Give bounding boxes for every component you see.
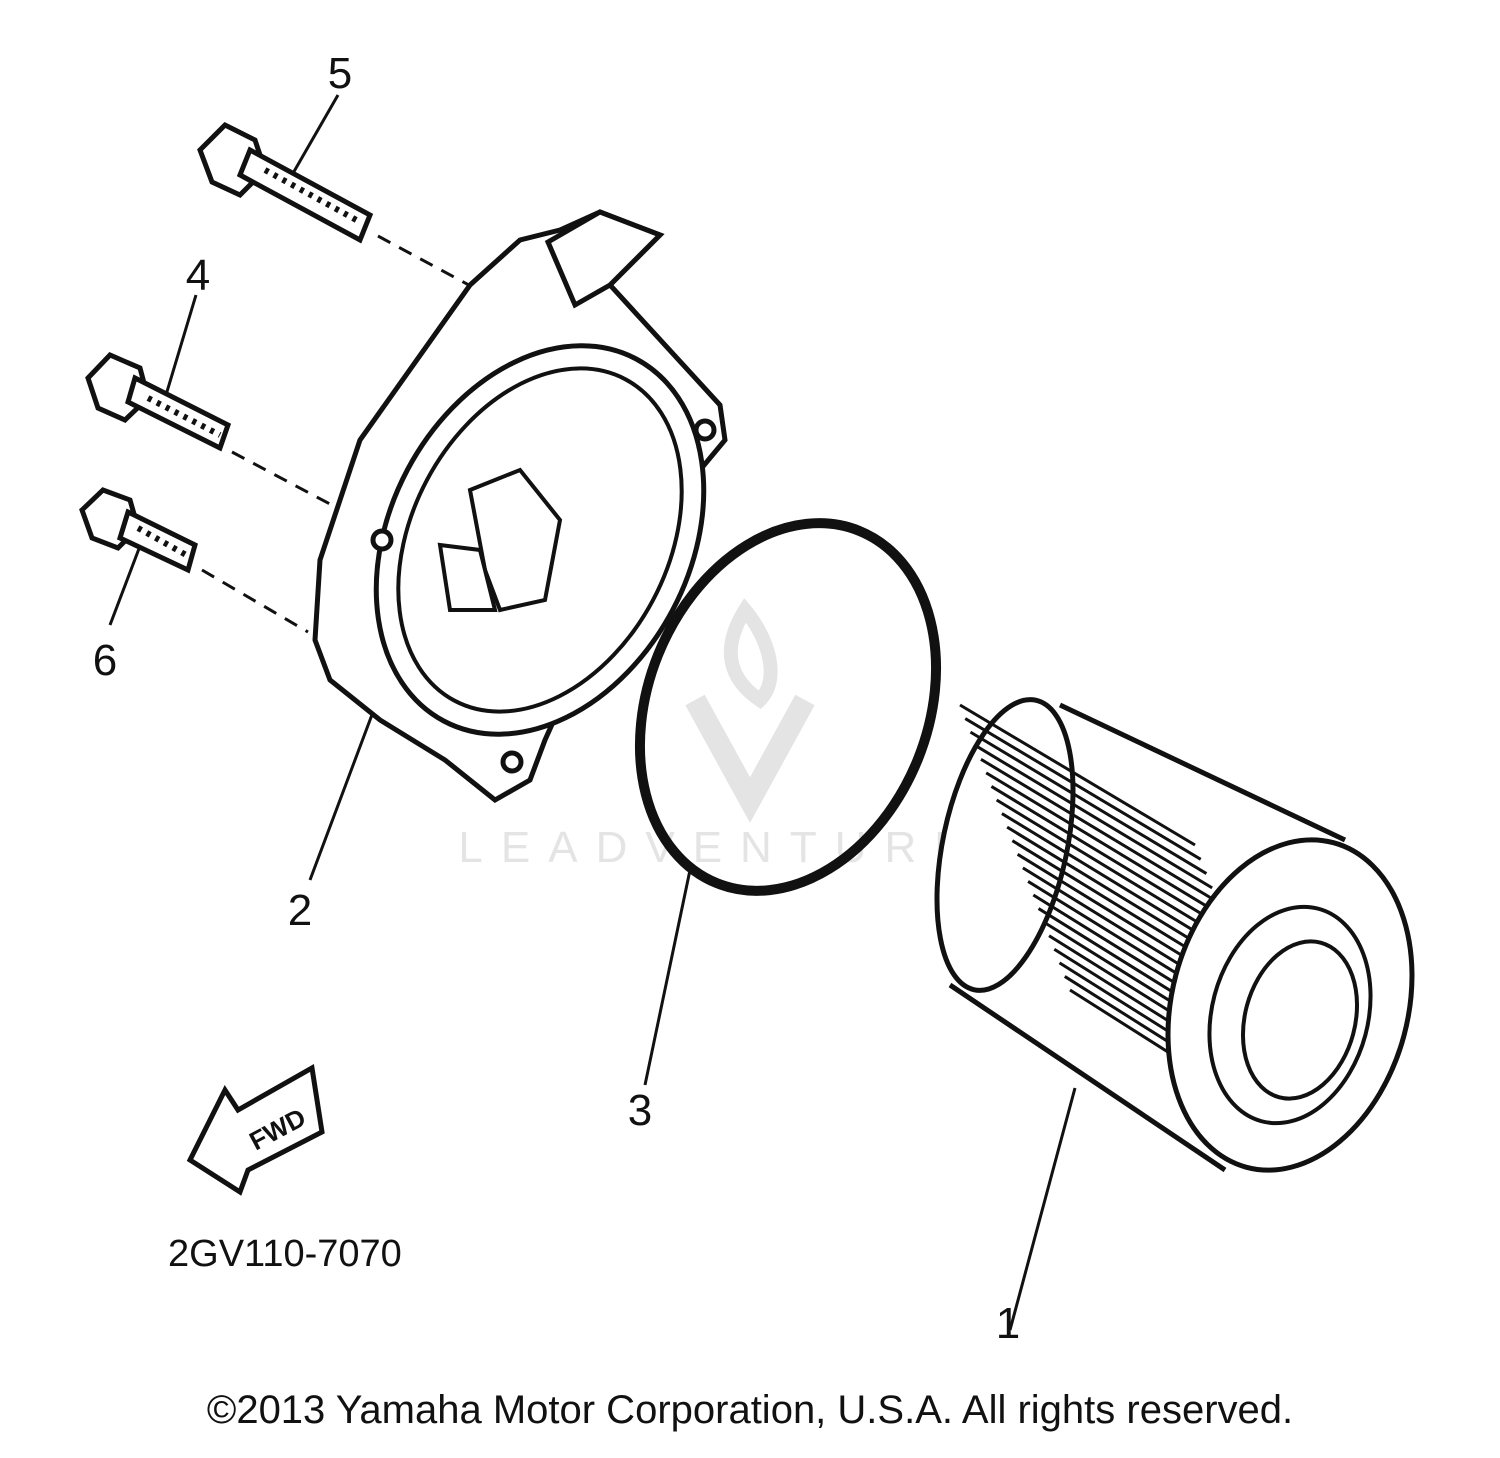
- callout-4: 4: [186, 251, 210, 300]
- filter-pleat: [974, 744, 1213, 890]
- callout-2: 2: [288, 886, 312, 935]
- leader-5: [290, 94, 340, 176]
- fwd-arrow-icon: FWD: [186, 1064, 325, 1196]
- leader-1: [1008, 1087, 1077, 1331]
- leader-6: [108, 545, 142, 626]
- callout-3: 3: [628, 1086, 652, 1135]
- callout-1: 1: [996, 1299, 1020, 1348]
- copyright-notice: ©2013 Yamaha Motor Corporation, U.S.A. A…: [206, 1388, 1294, 1432]
- bolt-5[interactable]: [197, 121, 374, 244]
- callout-5: 5: [328, 49, 352, 98]
- oil-filter-element[interactable]: [914, 687, 1448, 1197]
- leader-2: [308, 711, 375, 881]
- filter-pleat: [985, 771, 1225, 918]
- watermark-v-icon: [685, 694, 815, 823]
- callout-leaders: [108, 94, 1077, 1331]
- filter-pleat: [990, 785, 1231, 932]
- watermark-text: LEADVENTURE: [458, 823, 981, 872]
- diagram-code: 2GV110-7070: [168, 1233, 402, 1275]
- watermark-flame-icon: [723, 598, 778, 710]
- filter-pleat: [980, 758, 1219, 904]
- callout-labels: 5 4 6 2 3 1: [93, 49, 1020, 1348]
- filter-housing[interactable]: [311, 209, 768, 804]
- bolt-6[interactable]: [79, 487, 198, 574]
- callout-6: 6: [93, 636, 117, 685]
- filter-pleat: [959, 703, 1196, 847]
- o-ring[interactable]: [587, 478, 989, 935]
- bolt-4[interactable]: [85, 352, 232, 452]
- leader-3: [643, 869, 692, 1086]
- filter-pleat: [964, 717, 1202, 861]
- filter-pleat: [969, 730, 1208, 875]
- leader-4: [164, 294, 198, 396]
